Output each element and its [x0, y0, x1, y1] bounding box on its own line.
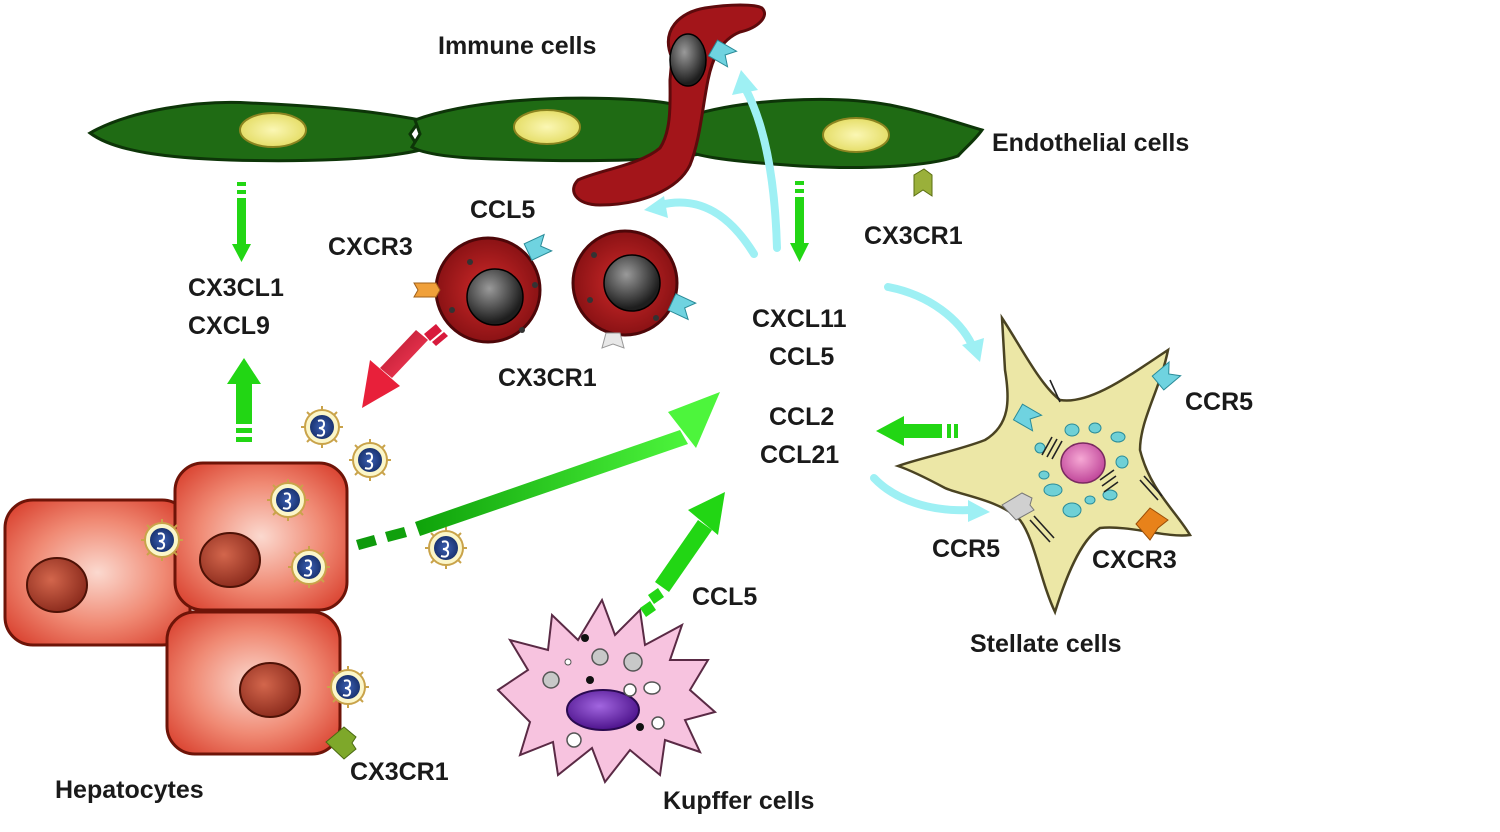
cyan-arrowheads: [644, 70, 990, 522]
chemokine-ccl5-kupffer: CCL5: [692, 583, 758, 611]
virus-icon: [287, 545, 331, 589]
green-arrows: [227, 181, 958, 617]
immune-cells-label: Immune cells: [438, 32, 597, 60]
virus-icon: [266, 478, 310, 522]
receptor-cx3cr1-immune: CX3CR1: [498, 364, 597, 392]
chemokine-ccl2: CCL2: [769, 403, 835, 431]
chemokine-cx3cl1: CX3CL1: [188, 274, 284, 302]
red-arrow: [362, 324, 448, 408]
immune-cell-left: [413, 234, 553, 344]
cyan-arrows: [656, 84, 976, 515]
receptor-cx3cr1-endothelial: CX3CR1: [864, 222, 963, 250]
virus-icon: [326, 665, 370, 709]
endothelial-cells-label: Endothelial cells: [992, 129, 1190, 157]
chemokine-cxcl9: CXCL9: [188, 312, 270, 340]
stellate-cell: [894, 313, 1193, 616]
stellate-cells-label: Stellate cells: [970, 630, 1122, 658]
receptor-ccr5-stellate-bottom: CCR5: [932, 535, 1001, 563]
kupffer-cells-label: Kupffer cells: [663, 787, 815, 815]
chemokine-ccl5-immune: CCL5: [470, 196, 536, 224]
virus-icon: [140, 518, 184, 562]
receptor-cxcr3-stellate: CXCR3: [1092, 546, 1177, 574]
immune-cell-right: [571, 229, 697, 349]
chemokine-ccl5-center: CCL5: [769, 343, 835, 371]
receptor-cx3cr1-hepatocyte: CX3CR1: [350, 758, 449, 786]
endothelial-cells: [87, 96, 985, 170]
transmigrating-immune-cell: [572, 3, 766, 207]
hepatocytes-label: Hepatocytes: [55, 776, 204, 804]
chemokine-cxcl11: CXCL11: [752, 305, 847, 333]
virus-icon: [348, 438, 392, 482]
virus-icon: [424, 526, 468, 570]
kupffer-cell: [496, 597, 718, 785]
endothelial-receptor: [913, 168, 933, 197]
chemokine-ccl21: CCL21: [760, 441, 840, 469]
receptor-cxcr3-immune: CXCR3: [328, 233, 413, 261]
receptor-ccr5-stellate-top: CCR5: [1185, 388, 1254, 416]
virus-icon: [300, 405, 344, 449]
